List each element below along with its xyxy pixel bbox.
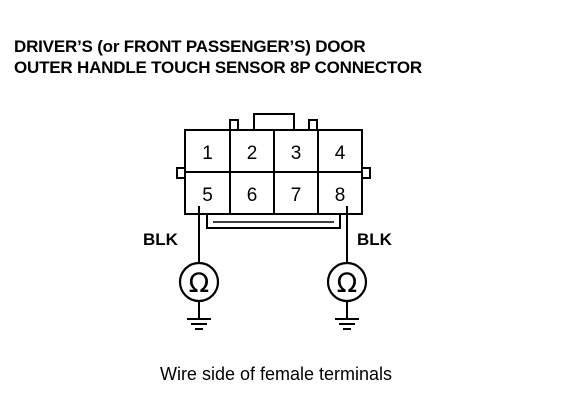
connector-lock-tab [253,113,295,131]
diagram-caption: Wire side of female terminals [159,364,393,384]
pin-labels: 1 2 3 4 5 6 7 8 [202,143,346,206]
left-ohm-icon: Ω [189,268,210,299]
pin-5-label: 5 [202,185,213,206]
connector-top-tab-right [308,119,318,131]
connector-side-tab-left [176,167,186,179]
connector-side-tab-right [361,167,371,179]
diagram-title: DRIVER’S (or FRONT PASSENGER’S) DOOR OUT… [14,36,564,78]
pin-7-label: 7 [291,185,302,206]
left-ground-icon [187,318,211,330]
right-ohm-icon: Ω [337,268,358,299]
connector-top-tab-left [229,119,239,131]
right-ohmmeter-circle [326,261,368,303]
pin-1-label: 1 [202,143,213,164]
pin-8-label: 8 [335,185,346,206]
pin-4-label: 4 [335,143,346,164]
connector-8p [176,113,371,229]
pin-3-label: 3 [291,143,302,164]
right-ground-icon [335,318,359,330]
right-wire-color-label: BLK [357,230,393,249]
connector-bottom-rail [206,214,341,229]
left-wire-color-label: BLK [143,230,179,249]
title-line-2: OUTER HANDLE TOUCH SENSOR 8P CONNECTOR [14,58,423,77]
left-ohmmeter-circle [178,261,220,303]
left-ohmmeter: Ω [178,261,220,303]
right-ohmmeter: Ω [326,261,368,303]
pin-6-label: 6 [247,185,258,206]
title-line-1: DRIVER’S (or FRONT PASSENGER’S) DOOR [14,37,366,56]
pin-2-label: 2 [247,143,258,164]
